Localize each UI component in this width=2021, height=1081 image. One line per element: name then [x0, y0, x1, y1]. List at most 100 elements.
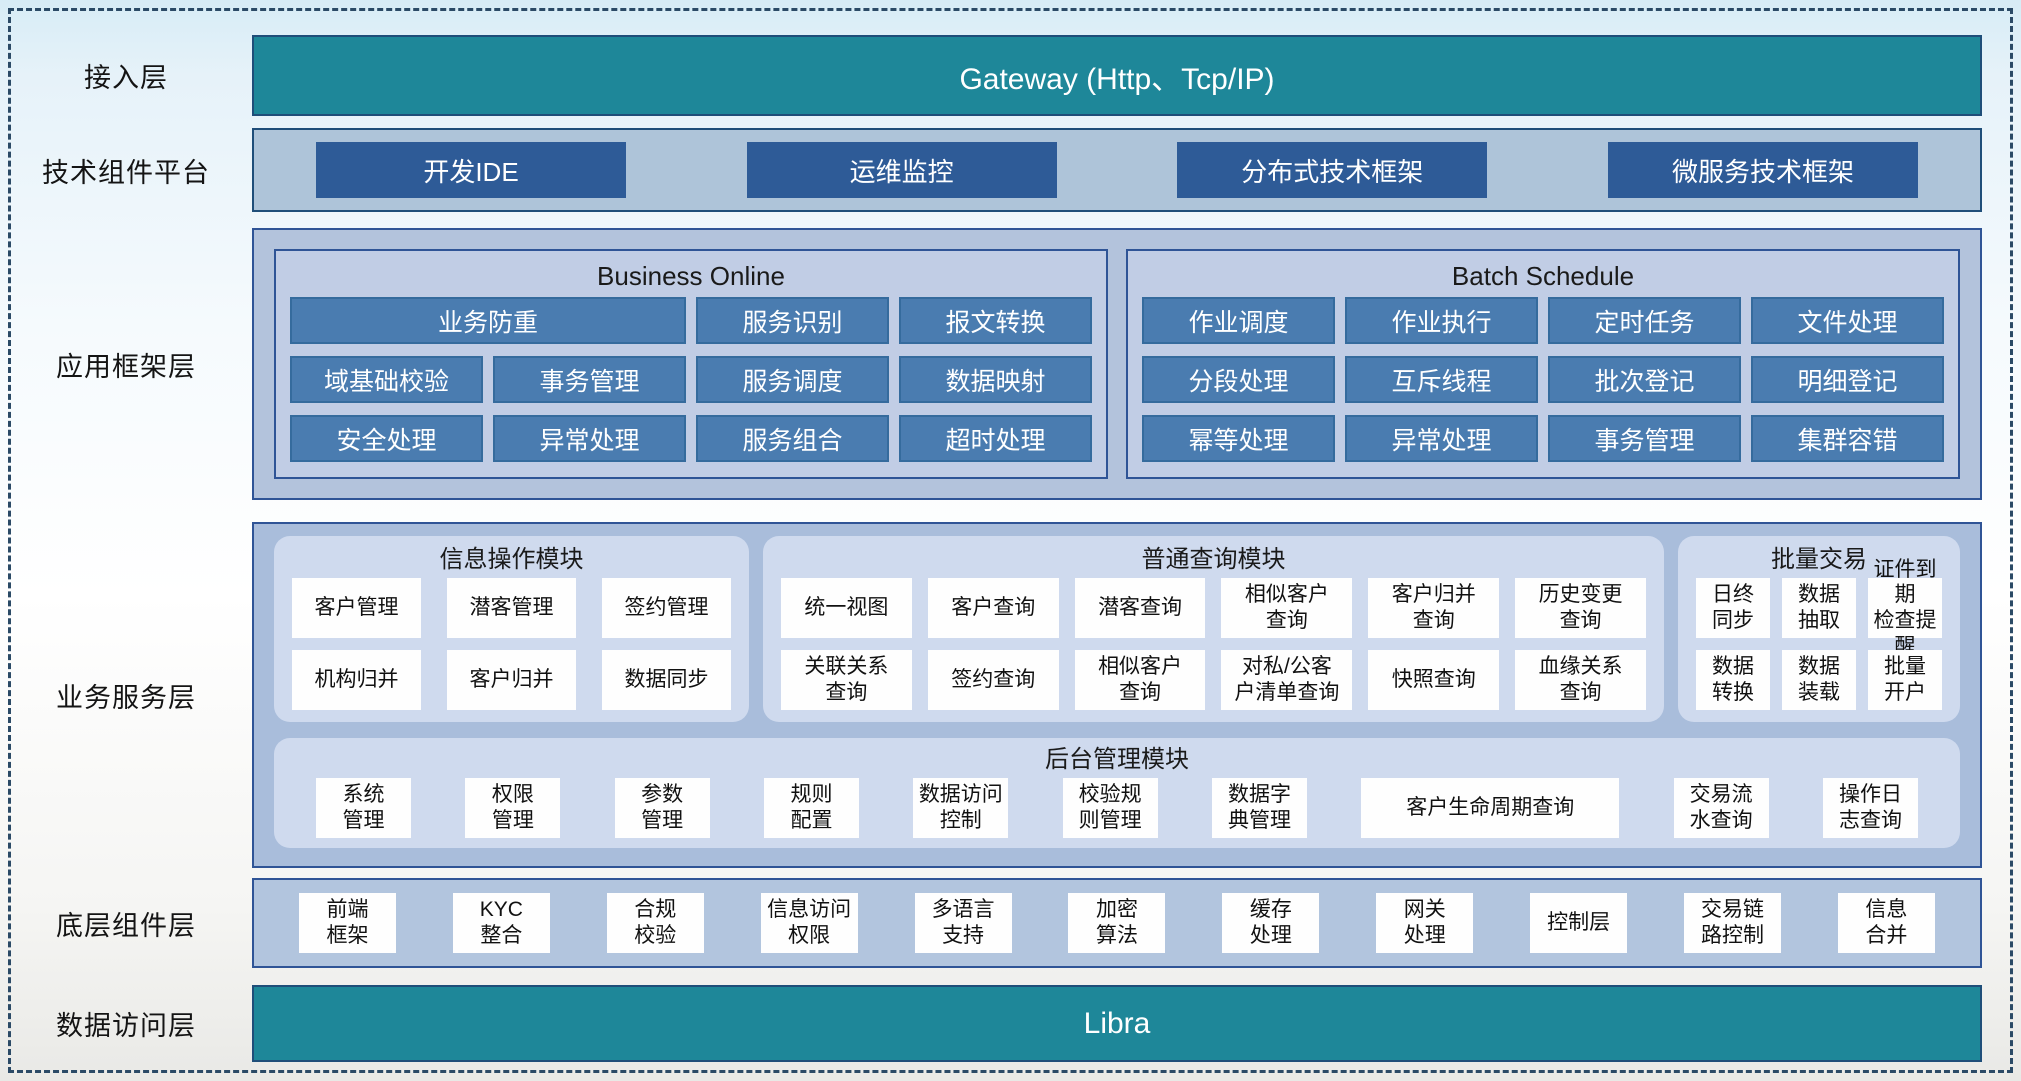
framework-capability-box: 业务防重 [290, 297, 686, 344]
service-box: 签约管理 [602, 578, 731, 638]
service-box: 参数 管理 [614, 778, 710, 838]
service-box: 签约查询 [927, 650, 1059, 710]
framework-capability-box: 安全处理 [290, 415, 483, 462]
batch-trade-grid: 日终 同步数据 抽取证件到期 检查提醒数据 转换数据 装载批量 开户 [1696, 558, 1942, 710]
framework-capability-box: 异常处理 [1345, 415, 1538, 462]
service-box: 日终 同步 [1696, 578, 1770, 638]
service-box: 相似客户 查询 [1074, 650, 1206, 710]
service-box: 客户查询 [927, 578, 1059, 638]
gateway-bar: Gateway (Http、Tcp/IP) [252, 35, 1982, 116]
app-framework-row: 应用框架层 Business Online 业务防重服务识别报文转换域基础校验事… [0, 228, 2021, 500]
framework-capability-box: 互斥线程 [1345, 356, 1538, 403]
info-operation-module: 信息操作模块 客户管理潜客管理签约管理机构归并客户归并数据同步 [274, 536, 749, 722]
tech-platform-button: 分布式技术框架 [1177, 142, 1488, 198]
component-box: KYC 整合 [452, 893, 550, 953]
framework-capability-box: 作业执行 [1345, 297, 1538, 344]
component-box: 信息 合并 [1837, 893, 1935, 953]
gateway-label: Gateway (Http、Tcp/IP) [959, 62, 1275, 96]
backend-admin-module: 后台管理模块 系统 管理权限 管理参数 管理规则 配置数据访问 控制校验规 则管… [274, 738, 1960, 848]
framework-capability-box: 报文转换 [899, 297, 1092, 344]
framework-capability-box: 异常处理 [493, 415, 686, 462]
service-box: 客户归并 [447, 650, 576, 710]
layer-label-base-components: 底层组件层 [56, 910, 196, 941]
tech-platform-button: 运维监控 [746, 142, 1057, 198]
tech-platform-button: 开发IDE [316, 142, 626, 198]
batch-schedule-title: Batch Schedule [1451, 261, 1635, 291]
service-box: 校验规 则管理 [1062, 778, 1158, 838]
framework-capability-box: 分段处理 [1142, 356, 1335, 403]
framework-capability-box: 域基础校验 [290, 356, 483, 403]
framework-capability-box: 超时处理 [899, 415, 1092, 462]
layer-label-app-framework: 应用框架层 [56, 351, 196, 382]
framework-capability-box: 服务调度 [696, 356, 889, 403]
backend-admin-title: 后台管理模块 [1045, 746, 1189, 773]
common-query-title: 普通查询模块 [1141, 546, 1286, 573]
business-service-panel: 信息操作模块 客户管理潜客管理签约管理机构归并客户归并数据同步 普通查询模块 统… [252, 522, 1982, 868]
service-box: 操作日 志查询 [1822, 778, 1918, 838]
business-service-top-modules: 信息操作模块 客户管理潜客管理签约管理机构归并客户归并数据同步 普通查询模块 统… [274, 536, 1960, 722]
framework-capability-box: 数据映射 [899, 356, 1092, 403]
service-box: 数据同步 [602, 650, 731, 710]
backend-admin-grid: 系统 管理权限 管理参数 管理规则 配置数据访问 控制校验规 则管理数据字 典管… [292, 778, 1942, 838]
common-query-module: 普通查询模块 统一视图客户查询潜客查询相似客户 查询客户归并 查询历史变更 查询… [763, 536, 1664, 722]
service-box: 相似客户 查询 [1221, 578, 1353, 638]
framework-capability-box: 幂等处理 [1142, 415, 1335, 462]
framework-capability-box: 集群容错 [1751, 415, 1944, 462]
common-query-grid: 统一视图客户查询潜客查询相似客户 查询客户归并 查询历史变更 查询关联关系 查询… [781, 578, 1646, 710]
service-box: 数据访问 控制 [913, 778, 1009, 838]
batch-trade-module: 批量交易 日终 同步数据 抽取证件到期 检查提醒数据 转换数据 装载批量 开户 [1678, 536, 1960, 722]
layer-label-access: 接入层 [84, 63, 168, 93]
service-box: 客户归并 查询 [1368, 578, 1500, 638]
framework-capability-box: 服务识别 [696, 297, 889, 344]
component-box: 合规 校验 [606, 893, 704, 953]
framework-capability-box: 事务管理 [493, 356, 686, 403]
service-box: 统一视图 [781, 578, 912, 638]
service-box: 交易流 水查询 [1673, 778, 1769, 838]
component-box: 交易链 路控制 [1684, 893, 1782, 953]
framework-capability-box: 服务组合 [696, 415, 889, 462]
service-box: 客户管理 [292, 578, 421, 638]
service-box: 数据 装载 [1782, 650, 1856, 710]
framework-capability-box: 事务管理 [1548, 415, 1741, 462]
service-box: 潜客管理 [447, 578, 576, 638]
component-box: 控制层 [1530, 893, 1628, 953]
business-service-row: 业务服务层 信息操作模块 客户管理潜客管理签约管理机构归并客户归并数据同步 普通… [0, 522, 2021, 868]
service-box: 历史变更 查询 [1515, 578, 1646, 638]
layer-label-business-service: 业务服务层 [56, 682, 196, 713]
component-box: 信息访问 权限 [760, 893, 858, 953]
component-box: 网关 处理 [1376, 893, 1474, 953]
service-box: 数据 转换 [1696, 650, 1770, 710]
libra-bar: Libra [252, 985, 1982, 1062]
service-box: 证件到期 检查提醒 [1868, 558, 1942, 658]
service-box: 客户生命周期查询 [1361, 778, 1620, 838]
batch-schedule-grid: 作业调度作业执行定时任务文件处理分段处理互斥线程批次登记明细登记幂等处理异常处理… [1142, 297, 1944, 462]
info-operation-grid: 客户管理潜客管理签约管理机构归并客户归并数据同步 [292, 578, 731, 710]
framework-capability-box: 定时任务 [1548, 297, 1741, 344]
business-online-grid: 业务防重服务识别报文转换域基础校验事务管理服务调度数据映射安全处理异常处理服务组… [290, 297, 1092, 462]
info-operation-title: 信息操作模块 [439, 546, 584, 573]
service-box: 规则 配置 [763, 778, 859, 838]
framework-capability-box: 文件处理 [1751, 297, 1944, 344]
service-box: 血缘关系 查询 [1515, 650, 1646, 710]
batch-schedule-panel: Batch Schedule 作业调度作业执行定时任务文件处理分段处理互斥线程批… [1126, 249, 1960, 479]
service-box: 关联关系 查询 [781, 650, 912, 710]
component-box: 缓存 处理 [1222, 893, 1320, 953]
service-box: 机构归并 [292, 650, 421, 710]
service-box: 潜客查询 [1074, 578, 1206, 638]
service-box: 批量 开户 [1868, 650, 1942, 710]
data-access-row: 数据访问层 Libra [0, 985, 2021, 1062]
libra-label: Libra [1083, 1006, 1151, 1040]
service-box: 系统 管理 [316, 778, 411, 838]
business-online-panel: Business Online 业务防重服务识别报文转换域基础校验事务管理服务调… [274, 249, 1108, 479]
access-layer-row: 接入层 Gateway (Http、Tcp/IP) [0, 35, 2021, 116]
service-box: 数据 抽取 [1782, 578, 1856, 638]
service-box: 数据字 典管理 [1211, 778, 1307, 838]
app-framework-panel: Business Online 业务防重服务识别报文转换域基础校验事务管理服务调… [252, 228, 1982, 500]
framework-capability-box: 明细登记 [1751, 356, 1944, 403]
business-online-title: Business Online [597, 261, 785, 291]
component-box: 前端 框架 [299, 893, 396, 953]
